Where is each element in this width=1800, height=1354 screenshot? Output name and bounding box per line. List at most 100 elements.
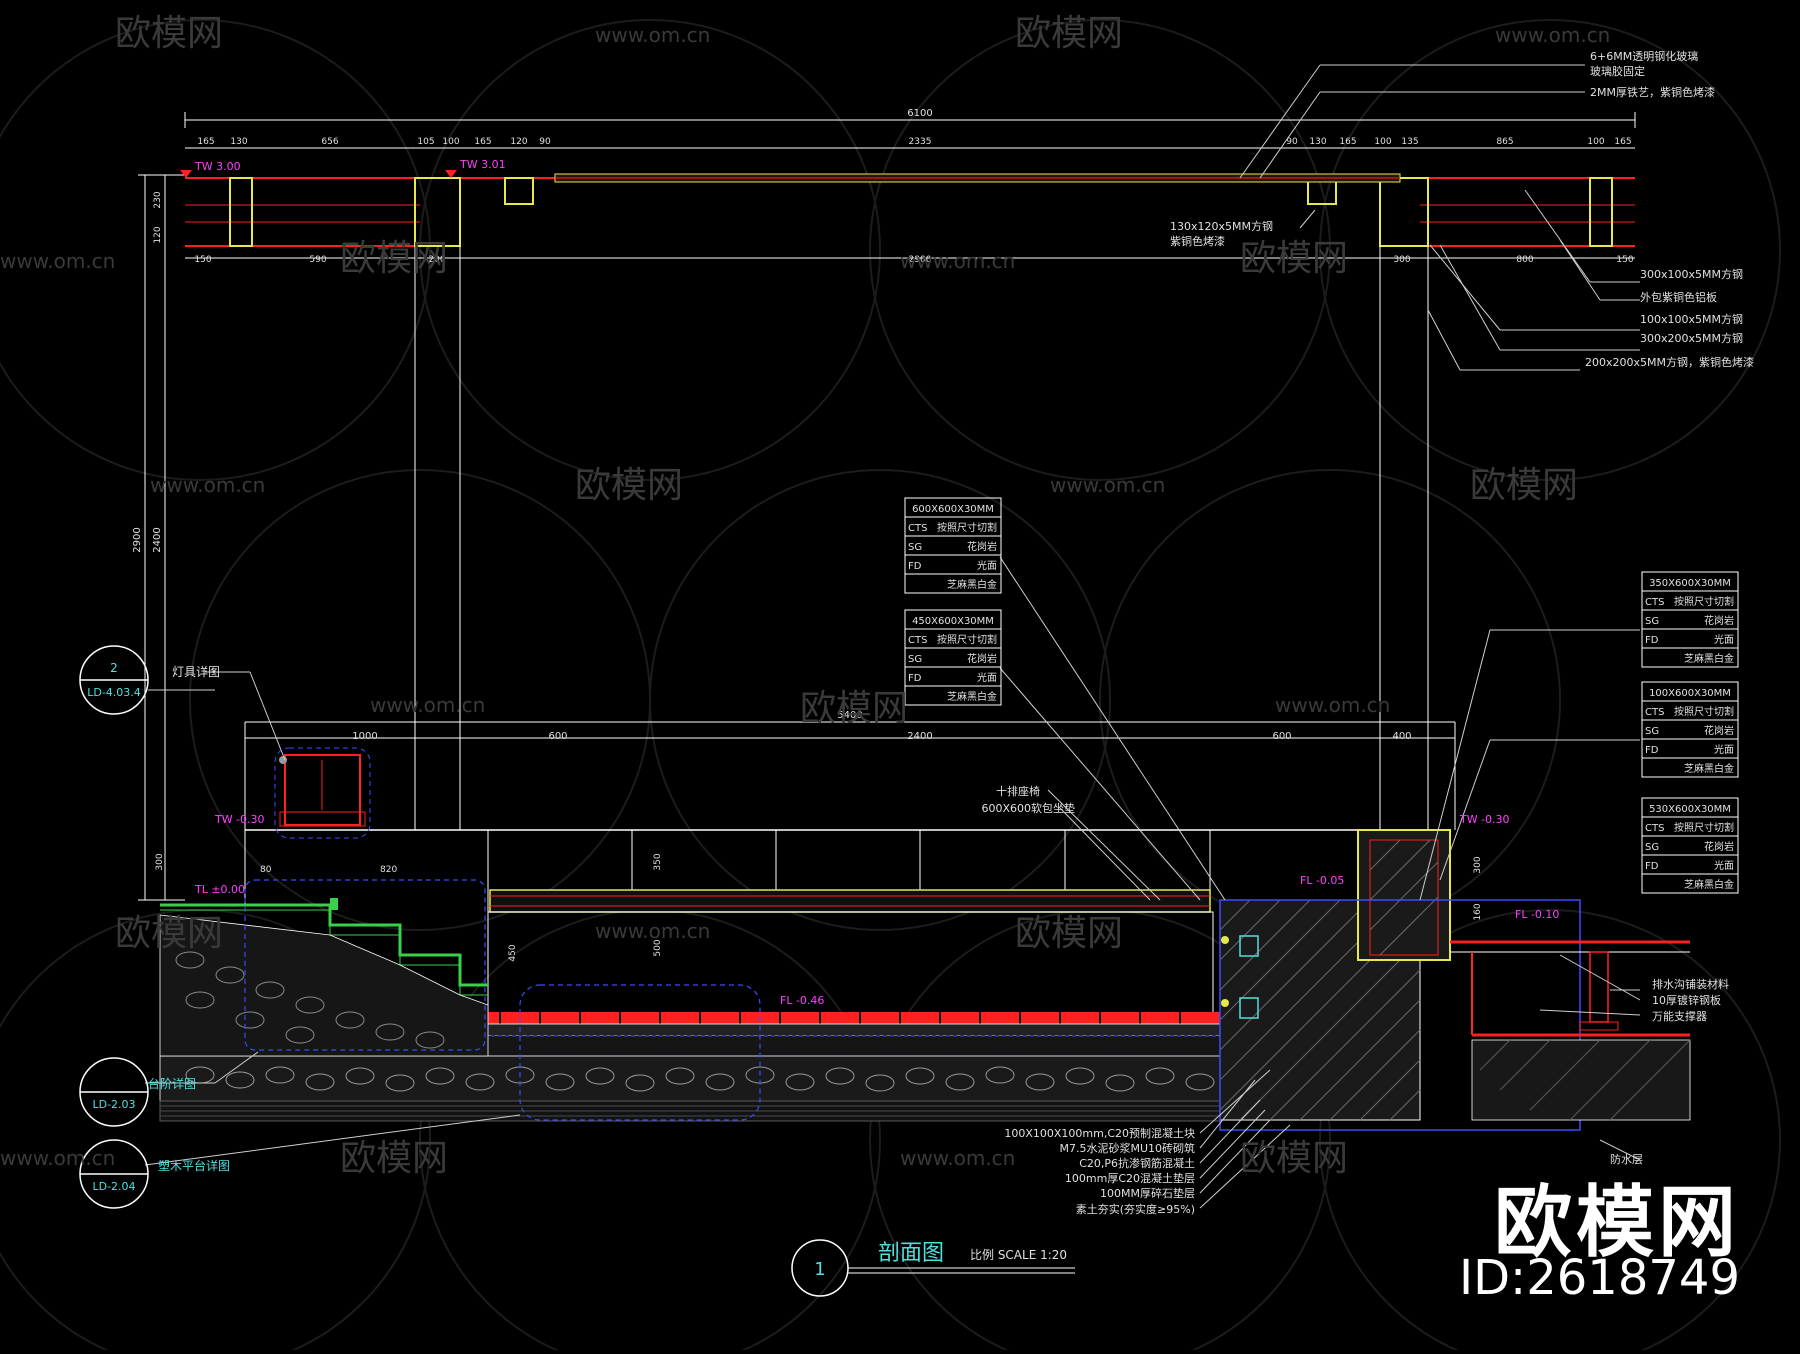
section-body	[159, 721, 1691, 1131]
watermark-url: www.om.cn	[595, 23, 710, 47]
dim-top-row1: 130	[230, 137, 247, 147]
dim-top-row1: 120	[510, 137, 527, 147]
dim-top-row1: 105	[417, 137, 434, 147]
spec-table-530-code: SG	[1645, 842, 1659, 853]
spec-table-530-code: CTS	[1645, 823, 1664, 834]
spec-table-100-code: FD	[1645, 745, 1659, 756]
spec-table-350-value: 芝麻黑白金	[1684, 652, 1734, 665]
watermark-brand: 欧模网	[1015, 13, 1123, 54]
level-mark: TL ±0.00	[194, 883, 245, 896]
spec-table-350-value: 按照尺寸切割	[1674, 595, 1734, 608]
dim-vert: 350	[653, 853, 663, 870]
watermark-brand: 欧模网	[800, 688, 908, 729]
watermark-brand: 欧模网	[575, 465, 683, 506]
callout-iron: 2MM厚铁艺，紫铜色烤漆	[1590, 85, 1715, 99]
detail-ref-sheet: LD-4.03.4	[87, 686, 141, 699]
dim-vert: 2900	[132, 527, 143, 552]
dim-top-row1: 90	[1286, 137, 1298, 147]
spec-table-450-code: CTS	[908, 635, 927, 646]
callout-steel: 130x120x5MM方钢	[1170, 219, 1273, 233]
dim-vert: 160	[1473, 903, 1483, 920]
spec-table-530-value: 光面	[1714, 859, 1734, 872]
watermark-brand: 欧模网	[115, 13, 223, 54]
spec-table-450-code: FD	[908, 673, 922, 684]
dim-top-row1: 165	[474, 137, 491, 147]
title-block	[791, 1239, 1075, 1297]
spec-table-100-frame	[1641, 681, 1739, 778]
level-mark: TW 3.01	[459, 158, 506, 171]
level-mark: TW -0.30	[214, 813, 265, 826]
spec-table-450-code: SG	[908, 654, 922, 665]
watermark-url: www.om.cn	[595, 919, 710, 943]
callout-glass: 玻璃胶固定	[1590, 64, 1645, 78]
detail-ref-label: 灯具详图	[172, 664, 220, 679]
image-id-text: ID:2618749	[1458, 1250, 1740, 1306]
callout-layer: M7.5水泥砂浆MU10砖砌筑	[1059, 1141, 1195, 1155]
watermark-url: www.om.cn	[900, 1146, 1015, 1170]
dim-top-row2: 150	[194, 255, 211, 265]
callout-layer: 素土夯实(夯实度≥95%)	[1076, 1202, 1195, 1216]
spec-table-100-code: CTS	[1645, 707, 1664, 718]
dim-top-row2: 2900	[909, 255, 932, 265]
dim-vert: 450	[508, 944, 518, 961]
dim-top-row1: 135	[1401, 137, 1418, 147]
dim-vert: 300	[1473, 856, 1483, 873]
watermark-brand: 欧模网	[115, 913, 223, 954]
section-scale: 比例 SCALE 1:20	[970, 1248, 1067, 1262]
spec-table-100-value: 按照尺寸切割	[1674, 705, 1734, 718]
dim-top-row1: 165	[197, 137, 214, 147]
spec-table-350-value: 花岗岩	[1704, 614, 1734, 627]
dim-top-row1: 100	[1374, 137, 1391, 147]
spec-table-600-code: FD	[908, 561, 922, 572]
detail-ref-label: 台阶详图	[148, 1076, 196, 1091]
spec-table-450-value: 按照尺寸切割	[937, 633, 997, 646]
dim-top-row1: 100	[1587, 137, 1604, 147]
watermark-arcs	[0, 19, 1781, 1354]
callout-steel: 100x100x5MM方钢	[1640, 312, 1743, 326]
spec-table-600-code: CTS	[908, 523, 927, 534]
section-number: 1	[814, 1259, 825, 1280]
dim-vert: 300	[155, 853, 165, 870]
level-mark: FL -0.05	[1300, 874, 1344, 887]
watermark-brand: 欧模网	[1015, 913, 1123, 954]
callout-layer: 100X100X100mm,C20预制混凝土块	[1004, 1126, 1195, 1140]
level-mark: TW -0.30	[1459, 813, 1510, 826]
callout-steel: 外包紫铜色铝板	[1640, 290, 1717, 304]
callout-steel: 紫铜色烤漆	[1170, 234, 1225, 248]
dim-vert: 230	[153, 191, 163, 208]
dim-mid-row: 400	[1392, 731, 1411, 742]
dim-mid-overall: 5400	[837, 710, 862, 721]
level-mark: FL -0.46	[780, 994, 824, 1007]
dim-top-row1: 100	[442, 137, 459, 147]
detail-ref-label: 塑木平台详图	[158, 1158, 230, 1173]
spec-table-450-value: 芝麻黑白金	[947, 690, 997, 703]
spec-table-530-value: 芝麻黑白金	[1684, 878, 1734, 891]
section-title: 剖面图	[878, 1241, 944, 1266]
dim-top-row1: 130	[1309, 137, 1326, 147]
callout-steel: 300x200x5MM方钢	[1640, 331, 1743, 345]
spec-table-350-code: CTS	[1645, 597, 1664, 608]
detail-ref-sheet: LD-2.04	[92, 1180, 135, 1193]
spec-table-600-frame	[904, 497, 1002, 594]
dim-step: 80	[260, 865, 272, 875]
detail-ref-sheet: LD-2.03	[92, 1098, 135, 1111]
dim-mid-row: 2400	[907, 731, 932, 742]
spec-table-350-code: FD	[1645, 635, 1659, 646]
spec-table-350-head: 350X600X30MM	[1649, 578, 1731, 589]
detail-ref-num: 2	[110, 661, 118, 675]
watermark-url: www.om.cn	[900, 249, 1015, 273]
level-mark: FL -0.10	[1515, 908, 1559, 921]
callout-steel: 300x100x5MM方钢	[1640, 267, 1743, 281]
dim-step: 820	[380, 865, 397, 875]
watermark-brand: 欧模网	[340, 238, 448, 279]
spec-table-450-value: 光面	[977, 671, 997, 684]
watermark-brand: 欧模网	[1240, 1138, 1348, 1179]
spec-table-100-value: 芝麻黑白金	[1684, 762, 1734, 775]
callout-layer: 100mm厚C20混凝土垫层	[1065, 1171, 1195, 1185]
dim-vert: 120	[153, 226, 163, 243]
callout-drain: 排水沟铺装材料	[1652, 977, 1729, 991]
leader-lines	[144, 64, 1641, 1209]
spec-table-600-value: 按照尺寸切割	[937, 521, 997, 534]
